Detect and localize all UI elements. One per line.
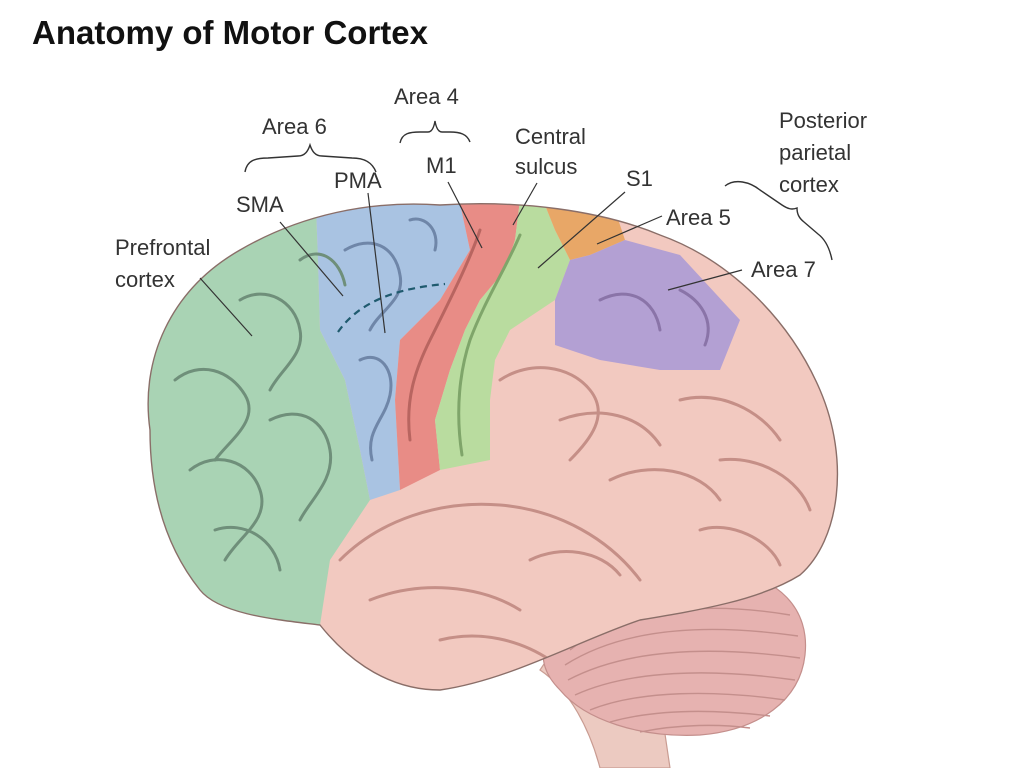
area6-brace: [244, 142, 377, 173]
premotor-region: [315, 203, 470, 500]
prefrontal-label-line2: cortex: [115, 267, 175, 292]
m1-pointer: [447, 181, 483, 249]
central-sulcus-pointer: [512, 182, 538, 226]
central-sulcus-label-line2: sulcus: [515, 154, 577, 179]
central-sulcus-label-line1: Central: [515, 124, 586, 149]
area7-label: Area 7: [751, 257, 816, 282]
m1-label: M1: [426, 153, 457, 178]
cortical-folds: [173, 252, 347, 572]
posterior-parietal-label-line2: parietal: [779, 140, 851, 165]
area7-pointer: [667, 269, 743, 291]
s1-pointer: [537, 191, 626, 269]
brain-outline: [147, 203, 839, 691]
sma-pma-boundary: [337, 282, 446, 333]
area4-label: Area 4: [394, 84, 459, 109]
pma-pointer: [367, 192, 386, 334]
area4-brace: [399, 120, 471, 144]
prefrontal-pointer: [199, 277, 253, 337]
posterior-parietal-label-line3: cortex: [779, 172, 839, 197]
cerebellum-folia: [564, 607, 801, 733]
sma-label: SMA: [236, 192, 284, 217]
area5-region: [545, 205, 625, 260]
s1-region: [435, 203, 570, 470]
area5-label: Area 5: [666, 205, 731, 230]
posterior-parietal-label-line1: Posterior: [779, 108, 867, 133]
page-title: Anatomy of Motor Cortex: [32, 14, 428, 51]
area6-label: Area 6: [262, 114, 327, 139]
s1-label: S1: [626, 166, 653, 191]
sma-pointer: [279, 221, 344, 297]
prefrontal-label-line1: Prefrontal: [115, 235, 210, 260]
area5-pointer: [596, 215, 663, 245]
posterior-parietal-brace: [724, 180, 833, 261]
m1-region: [395, 203, 520, 490]
pma-label: PMA: [334, 168, 382, 193]
